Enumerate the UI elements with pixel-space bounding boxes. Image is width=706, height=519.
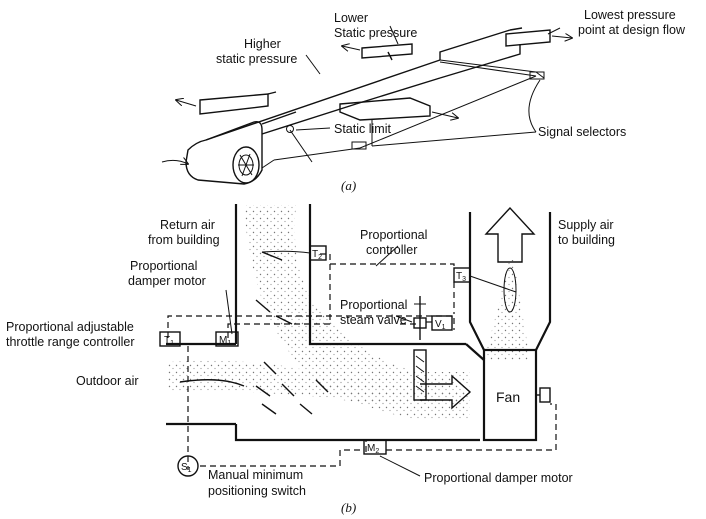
leader-steam-valve xyxy=(395,315,413,323)
svg-text:M1: M1 xyxy=(219,335,231,347)
label-lowest-2: point at design flow xyxy=(578,23,686,37)
label-prop-adj-1: Proportional adjustable xyxy=(6,320,134,334)
label-prop-ctrl-1: Proportional xyxy=(360,228,427,242)
supply-duct-right-wall xyxy=(535,212,552,351)
t3-sensor: T3 xyxy=(453,267,517,293)
caption-b: (b) xyxy=(341,500,356,515)
t1-sensor: T1 xyxy=(159,331,181,347)
label-manual-2: positioning switch xyxy=(208,484,306,498)
leader-lower xyxy=(389,25,399,45)
label-static-limit: Static limit xyxy=(334,122,391,136)
label-higher-static: static pressure xyxy=(216,52,297,66)
svg-text:M2: M2 xyxy=(367,443,379,455)
label-manual-1: Manual minimum xyxy=(208,468,303,482)
label-lower-static: Static pressure xyxy=(334,26,417,40)
leader-higher xyxy=(305,54,321,75)
label-supply-2: to building xyxy=(558,233,615,247)
transition-top xyxy=(465,343,485,361)
label-supply-1: Supply air xyxy=(558,218,614,232)
label-prop-damper-1: Proportional xyxy=(130,259,197,273)
caption-a: (a) xyxy=(341,178,356,193)
m1-motor: M1 xyxy=(215,331,239,347)
signal-selector-2 xyxy=(529,71,545,80)
fan-housing-a xyxy=(161,120,263,185)
label-lowest-1: Lowest pressure xyxy=(584,8,676,22)
branch-top-a xyxy=(342,44,413,61)
label-steam-2: steam valve xyxy=(340,313,407,327)
leader-damper-motor xyxy=(225,289,233,335)
branch-left-a xyxy=(176,91,277,115)
static-limit-sensor xyxy=(286,125,294,133)
branch-middle-a xyxy=(339,97,458,120)
v1-actuator: V1 xyxy=(426,315,453,331)
outdoor-air-arrow xyxy=(179,379,245,387)
label-prop-adj-2: throttle range controller xyxy=(6,335,135,349)
t2-sensor: T2 xyxy=(261,245,327,261)
label-return-2: from building xyxy=(148,233,220,247)
label-outdoor-air: Outdoor air xyxy=(76,374,139,388)
leader-prop-controller xyxy=(375,245,399,267)
svg-text:T1: T1 xyxy=(164,335,174,347)
signal-selector-1 xyxy=(351,141,367,150)
label-prop-ctrl-2: controller xyxy=(366,243,417,257)
label-signal-selectors: Signal selectors xyxy=(538,125,626,139)
outdoor-dampers xyxy=(255,361,329,415)
label-higher: Higher xyxy=(244,37,281,51)
diagram-b: Fan xyxy=(6,204,615,515)
leader-selector-1 xyxy=(371,131,537,147)
fan-label: Fan xyxy=(496,389,520,405)
leader-selector-2 xyxy=(528,79,541,133)
label-prop-damper-motor: Proportional damper motor xyxy=(424,471,573,485)
svg-text:T3: T3 xyxy=(456,271,466,283)
signal-lines-a xyxy=(261,59,545,169)
label-prop-damper-2: damper motor xyxy=(128,274,206,288)
label-return-1: Return air xyxy=(160,218,215,232)
fan-motor xyxy=(539,387,551,403)
flow-arrow-to-fan xyxy=(420,374,472,410)
label-lower: Lower xyxy=(334,11,368,25)
outdoor-duct-bottom-wall xyxy=(234,424,480,442)
leader-lowest xyxy=(547,27,561,35)
m2-motor: M2 xyxy=(363,439,387,455)
diagram-a: Lower Static pressure Higher static pres… xyxy=(161,8,686,193)
svg-text:T2: T2 xyxy=(312,249,322,261)
label-steam-1: Proportional xyxy=(340,298,407,312)
branch-right-a xyxy=(505,29,572,47)
supply-duct-left-wall xyxy=(468,212,485,351)
return-dampers xyxy=(255,251,293,325)
svg-text:S1: S1 xyxy=(181,462,192,474)
leader-static-limit xyxy=(295,127,331,131)
supply-air-arrow xyxy=(484,206,536,313)
steam-valve xyxy=(413,296,427,340)
svg-text:V1: V1 xyxy=(435,319,446,331)
leader-prop-damper-motor xyxy=(379,455,421,477)
s1-switch: S1 xyxy=(177,455,199,477)
